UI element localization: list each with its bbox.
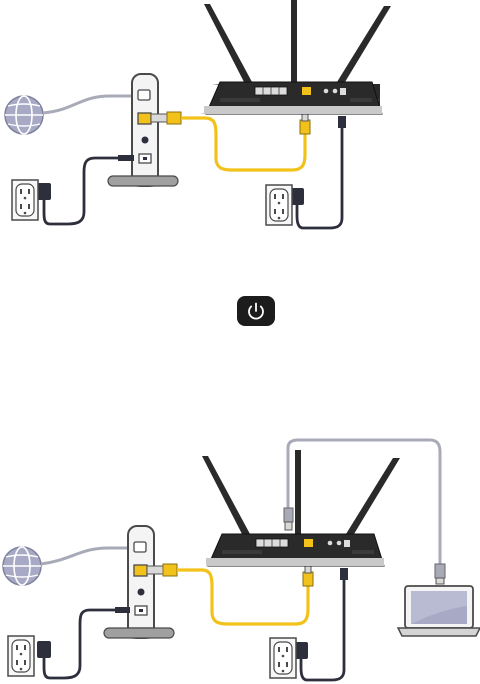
internet-cable [41, 548, 136, 564]
modem [108, 74, 178, 186]
router-power-cable [290, 116, 346, 228]
laptop-icon [398, 586, 480, 636]
wall-outlet-icon [8, 636, 34, 676]
wall-outlet-icon [12, 180, 38, 220]
globe-icon [5, 96, 43, 134]
router [202, 450, 400, 566]
wall-outlet-icon [270, 638, 296, 678]
power-button[interactable] [237, 296, 275, 326]
wall-outlet-icon [266, 185, 292, 225]
router [200, 0, 391, 114]
modem-power-cable [37, 607, 130, 678]
ethernet-cable-modem-to-router [151, 112, 310, 170]
modem [104, 526, 174, 638]
ethernet-cable-modem-to-router [147, 564, 313, 624]
power-icon [237, 296, 275, 326]
internet-cable [43, 96, 140, 113]
modem-power-cable [37, 155, 134, 224]
globe-icon [3, 547, 41, 585]
scene-3-connect-computer [0, 434, 480, 684]
scene-1-connect-modem-router [0, 0, 480, 260]
